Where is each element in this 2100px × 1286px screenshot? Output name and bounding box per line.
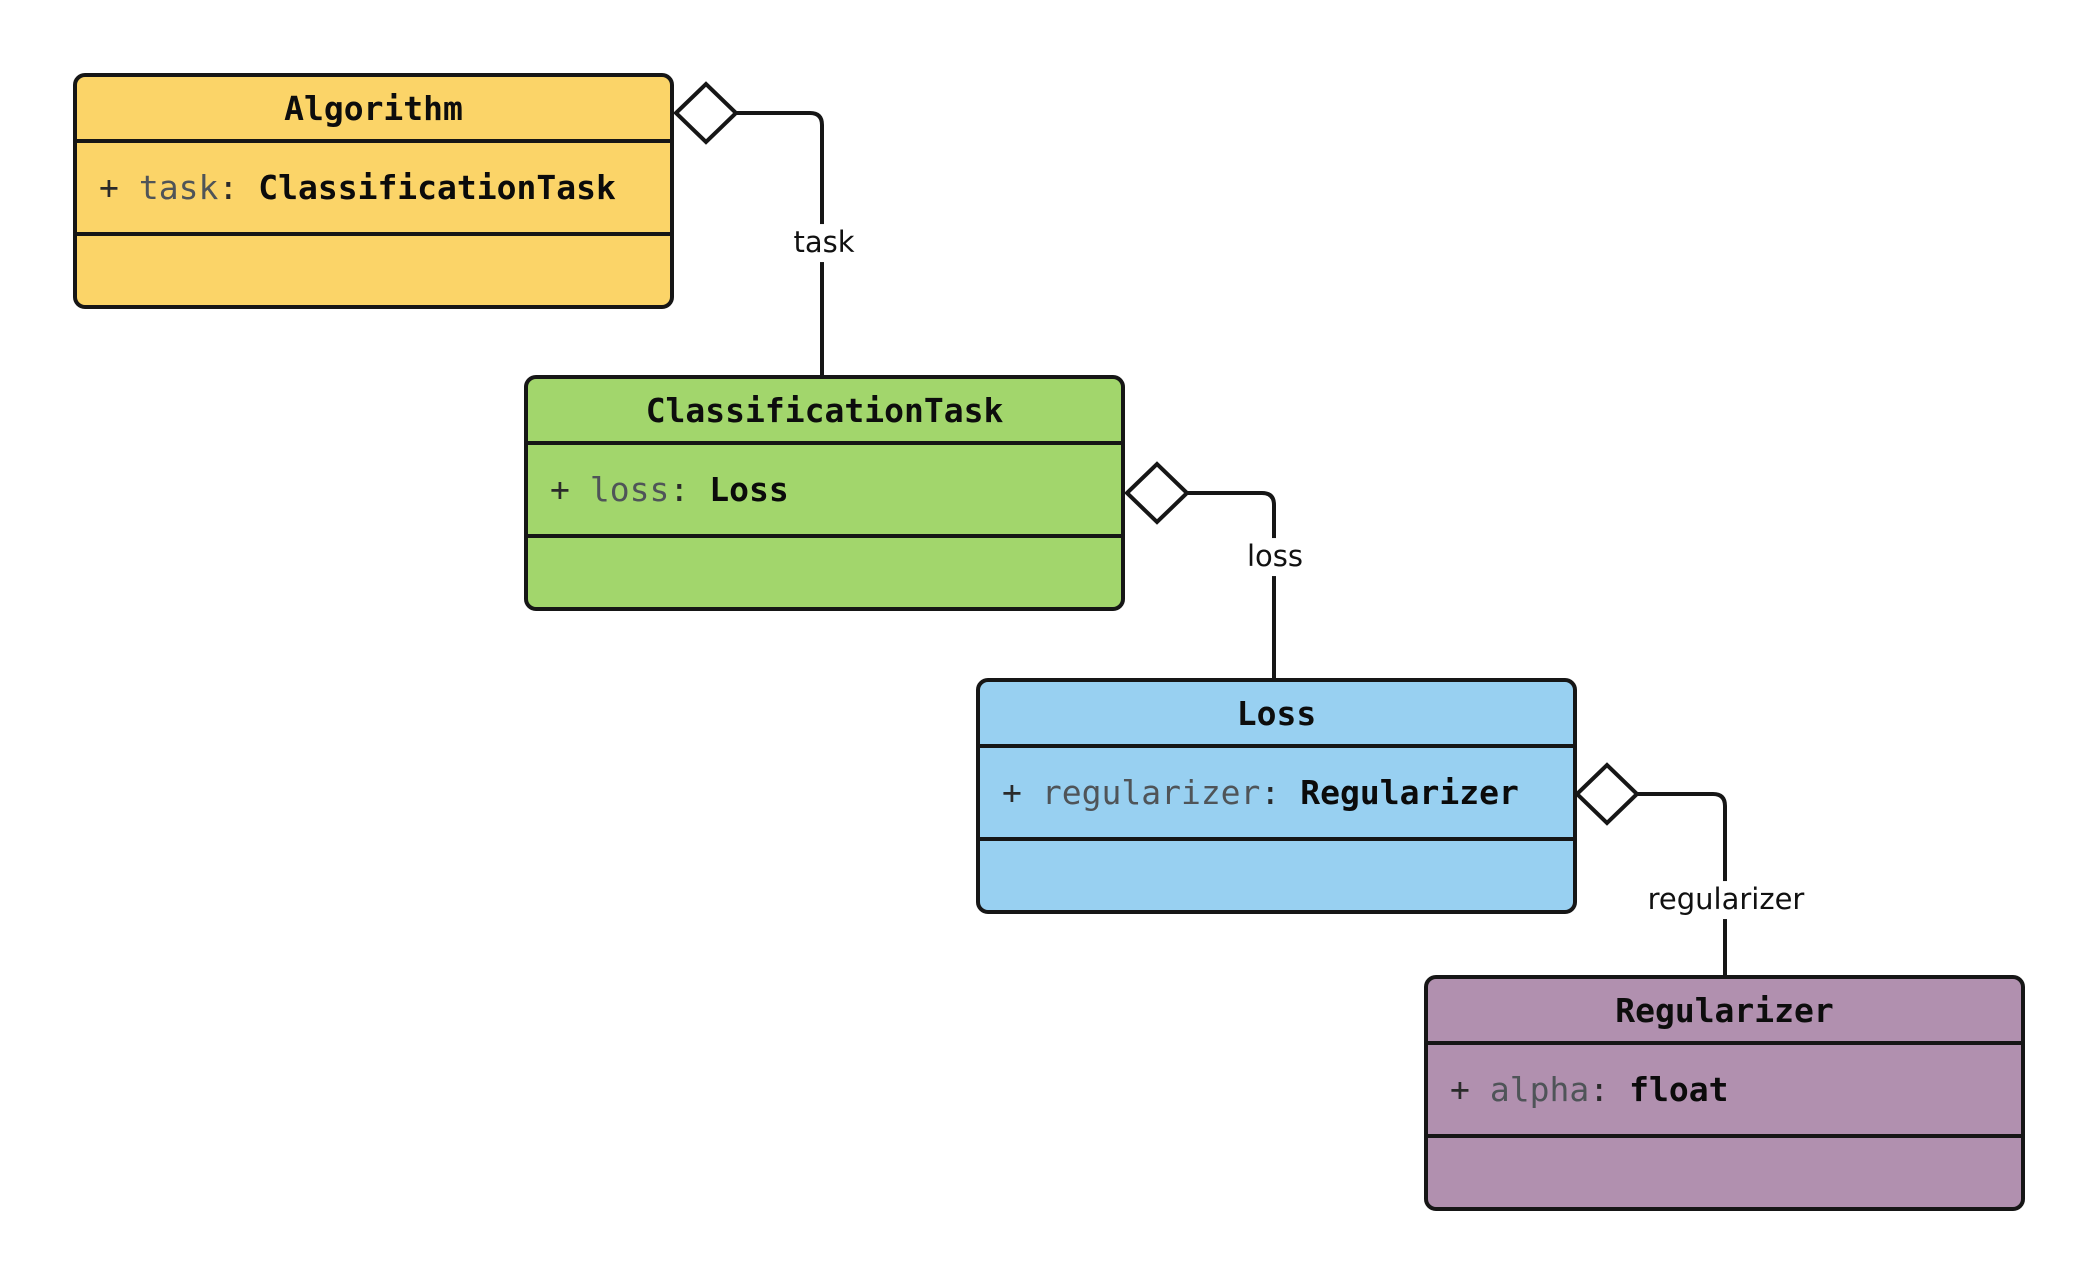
attribute-type: Loss <box>709 470 789 509</box>
empty-compartment <box>980 837 1573 910</box>
attribute-separator: : <box>218 168 239 207</box>
attribute-visibility: + <box>99 168 119 207</box>
attribute-type: float <box>1629 1070 1729 1109</box>
class-attribute: + loss : Loss <box>528 441 1121 534</box>
attribute-separator: : <box>1589 1070 1610 1109</box>
attribute-name: alpha <box>1489 1070 1590 1109</box>
class-box-loss: Loss + regularizer : Regularizer <box>976 678 1577 914</box>
aggregation-diamond-icon <box>1574 762 1640 826</box>
attribute-name: loss <box>589 470 670 509</box>
attribute-visibility: + <box>1450 1070 1470 1109</box>
attribute-visibility: + <box>550 470 570 509</box>
edge-label-loss: loss <box>1238 538 1312 576</box>
attribute-type: ClassificationTask <box>258 168 616 207</box>
class-title: ClassificationTask <box>645 390 1004 430</box>
attribute-separator: : <box>1260 773 1281 812</box>
edge-label-task: task <box>785 224 863 262</box>
class-box-classificationtask: ClassificationTask + loss : Loss <box>524 375 1125 611</box>
aggregation-diamond-icon <box>673 81 739 145</box>
edge-loss-line <box>1187 491 1276 678</box>
attribute-name: task <box>138 168 219 207</box>
empty-compartment <box>77 232 670 305</box>
class-box-algorithm: Algorithm + task : ClassificationTask <box>73 73 674 309</box>
edge-task-line <box>736 111 824 375</box>
class-attribute: + alpha : float <box>1428 1041 2021 1134</box>
attribute-separator: : <box>669 470 690 509</box>
attribute-name: regularizer <box>1041 773 1261 812</box>
class-attribute: + regularizer : Regularizer <box>980 744 1573 837</box>
attribute-visibility: + <box>1002 773 1022 812</box>
class-attribute: + task : ClassificationTask <box>77 139 670 232</box>
edge-regularizer-line <box>1637 792 1727 975</box>
empty-compartment <box>1428 1134 2021 1207</box>
class-title: Loss <box>1236 693 1317 733</box>
class-title: Algorithm <box>284 88 463 128</box>
class-title: Regularizer <box>1615 990 1834 1030</box>
class-box-regularizer: Regularizer + alpha : float <box>1424 975 2025 1211</box>
edge-label-regularizer: regularizer <box>1639 881 1813 919</box>
aggregation-diamond-icon <box>1124 461 1190 525</box>
empty-compartment <box>528 534 1121 607</box>
attribute-type: Regularizer <box>1300 773 1519 812</box>
